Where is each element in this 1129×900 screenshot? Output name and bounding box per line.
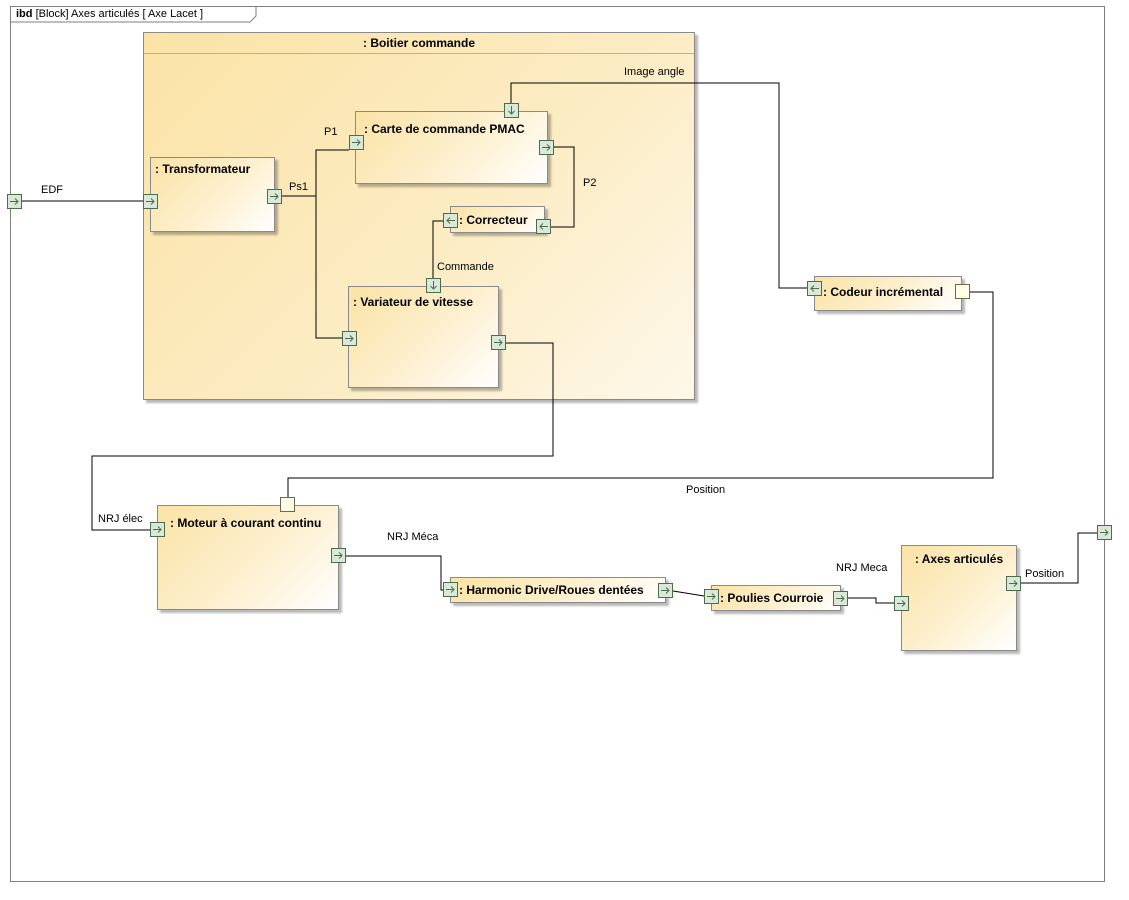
part-title: : Boitier commande bbox=[144, 33, 694, 54]
arrow-right-icon bbox=[661, 587, 670, 594]
label-commande: Commande bbox=[437, 261, 494, 273]
arrow-right-icon bbox=[334, 552, 343, 559]
part-harmonic-drive[interactable]: : Harmonic Drive/Roues dentées bbox=[450, 577, 666, 603]
port-carte-out[interactable] bbox=[539, 140, 554, 155]
port-transformateur-in[interactable] bbox=[143, 194, 158, 209]
part-title: : Transformateur bbox=[155, 162, 251, 176]
label-p2: P2 bbox=[583, 177, 597, 189]
label-nrj-meca-1: NRJ Méca bbox=[387, 531, 439, 543]
part-title: : Poulies Courroie bbox=[720, 591, 824, 605]
port-transformateur-out[interactable] bbox=[267, 189, 282, 204]
arrow-down-icon bbox=[508, 106, 515, 115]
port-moteur-in[interactable] bbox=[150, 522, 165, 537]
arrow-right-icon bbox=[1009, 580, 1018, 587]
port-correcteur-in[interactable] bbox=[536, 219, 551, 234]
label-ps1: Ps1 bbox=[289, 181, 308, 193]
part-poulies-courroie[interactable]: : Poulies Courroie bbox=[711, 585, 841, 611]
port-axes-in[interactable] bbox=[894, 596, 909, 611]
arrow-right-icon bbox=[270, 193, 279, 200]
frame-title: [Block] Axes articulés [ Axe Lacet ] bbox=[35, 8, 204, 20]
arrow-right-icon bbox=[146, 198, 155, 205]
port-codeur-image-angle-out[interactable] bbox=[807, 281, 822, 296]
port-correcteur-out[interactable] bbox=[443, 213, 458, 228]
arrow-right-icon bbox=[10, 198, 19, 205]
flow-image-angle[interactable] bbox=[510, 82, 807, 289]
port-position-out[interactable] bbox=[1097, 525, 1112, 540]
port-poulies-out[interactable] bbox=[833, 591, 848, 606]
flow-nrj-elec[interactable] bbox=[91, 342, 554, 531]
flow-p2[interactable] bbox=[551, 146, 575, 228]
part-title: : Variateur de vitesse bbox=[353, 295, 474, 309]
part-title: : Codeur incrémental bbox=[823, 285, 944, 299]
port-moteur-position[interactable] bbox=[280, 497, 295, 512]
part-correcteur[interactable]: : Correcteur bbox=[450, 206, 545, 233]
arrow-right-icon bbox=[1100, 529, 1109, 536]
port-poulies-in[interactable] bbox=[704, 589, 719, 604]
frame-kind: ibd bbox=[16, 8, 33, 20]
part-variateur-vitesse[interactable]: : Variateur de vitesse bbox=[348, 286, 499, 388]
port-variateur-commande-in[interactable] bbox=[426, 278, 441, 293]
flow-nrj-meca-2[interactable] bbox=[848, 597, 894, 604]
flow-commande[interactable] bbox=[432, 220, 444, 278]
diagram-frame bbox=[10, 6, 1105, 882]
flow-nrj-meca-1[interactable] bbox=[345, 555, 443, 591]
arrow-left-icon bbox=[810, 285, 819, 292]
label-edf: EDF bbox=[41, 184, 63, 196]
port-harmonic-out[interactable] bbox=[658, 583, 673, 598]
port-edf-in[interactable] bbox=[7, 194, 22, 209]
port-variateur-out[interactable] bbox=[491, 335, 506, 350]
part-title: : Axes articulés bbox=[914, 552, 1004, 566]
part-title: : Moteur à courant continu bbox=[170, 516, 322, 530]
part-title: : Harmonic Drive/Roues dentées bbox=[459, 583, 644, 597]
arrow-left-icon bbox=[539, 223, 548, 230]
part-moteur-courant-continu[interactable]: : Moteur à courant continu bbox=[157, 505, 339, 610]
part-title: : Carte de commande PMAC bbox=[364, 122, 525, 136]
arrow-right-icon bbox=[494, 339, 503, 346]
label-image-angle: Image angle bbox=[624, 66, 685, 78]
arrow-right-icon bbox=[345, 335, 354, 342]
label-p1: P1 bbox=[324, 126, 338, 138]
label-position-feedback: Position bbox=[686, 484, 726, 496]
arrow-right-icon bbox=[542, 144, 551, 151]
arrow-right-icon bbox=[707, 593, 716, 600]
port-moteur-out[interactable] bbox=[331, 548, 346, 563]
flow-ps1-to-variateur[interactable] bbox=[282, 195, 342, 339]
label-nrj-elec: NRJ élec bbox=[98, 513, 143, 525]
label-position-out: Position bbox=[1025, 568, 1065, 580]
port-axes-out[interactable] bbox=[1006, 576, 1021, 591]
port-codeur-position[interactable] bbox=[955, 284, 970, 299]
arrow-right-icon bbox=[153, 526, 162, 533]
port-carte-image-angle-in[interactable] bbox=[504, 103, 519, 118]
arrow-right-icon bbox=[836, 595, 845, 602]
flow-harmonic-to-poulies[interactable] bbox=[672, 590, 705, 597]
port-variateur-in[interactable] bbox=[342, 331, 357, 346]
arrow-right-icon bbox=[446, 586, 455, 593]
flow-position-feedback[interactable] bbox=[287, 291, 994, 497]
port-carte-in[interactable] bbox=[349, 135, 364, 150]
arrow-down-icon bbox=[430, 281, 437, 290]
part-codeur-incremental[interactable]: : Codeur incrémental bbox=[814, 276, 962, 311]
arrow-right-icon bbox=[897, 600, 906, 607]
frame-tab: ibd [Block] Axes articulés [ Axe Lacet ] bbox=[10, 6, 257, 23]
flow-position-out[interactable] bbox=[1021, 532, 1097, 584]
part-carte-commande-pmac[interactable]: : Carte de commande PMAC bbox=[355, 111, 548, 184]
arrow-left-icon bbox=[446, 217, 455, 224]
arrow-right-icon bbox=[352, 139, 361, 146]
frame-tab-outline bbox=[10, 6, 257, 23]
port-harmonic-in[interactable] bbox=[443, 582, 458, 597]
part-transformateur[interactable]: : Transformateur bbox=[150, 157, 275, 232]
label-nrj-meca-2: NRJ Meca bbox=[836, 562, 888, 574]
part-title: : Correcteur bbox=[459, 213, 528, 227]
